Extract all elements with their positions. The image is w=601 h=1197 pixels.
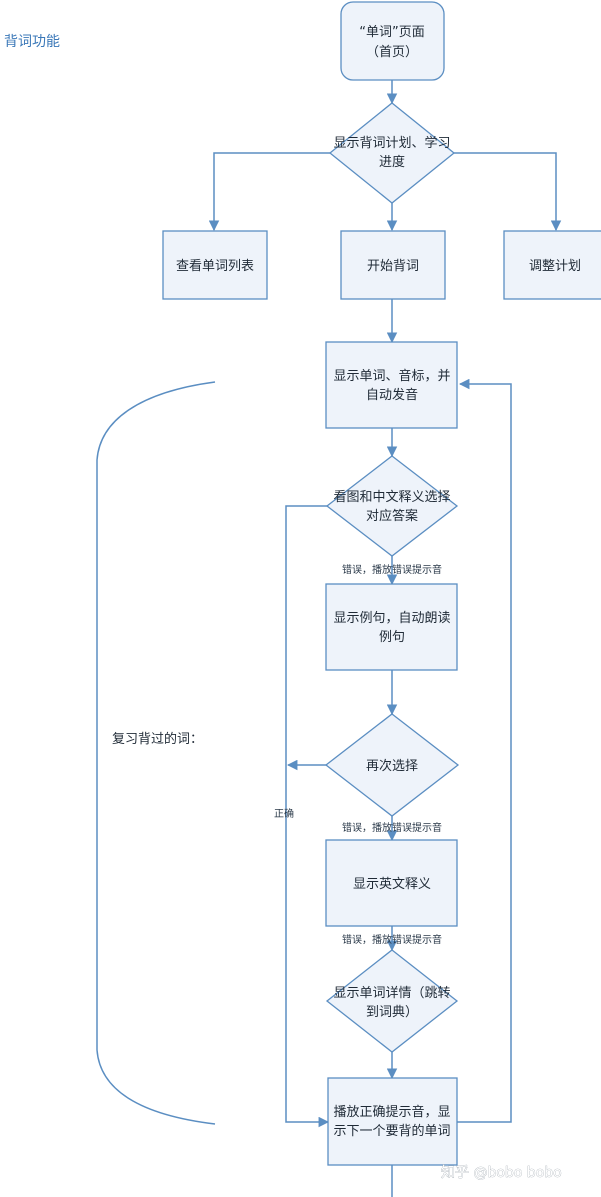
edge-label-correct: 正确 [274, 807, 294, 820]
label-choose-answer-2: 对应答案 [366, 508, 418, 524]
edges [208, 80, 562, 1197]
label-show-word-2: 自动发音 [366, 387, 418, 403]
edge-plan-to-list [208, 152, 330, 232]
label-word-detail-2: 到词典） [366, 1005, 418, 1020]
edge-label-wrong-2: 错误，播放错误提示音 [342, 821, 442, 834]
nodes [162, 1, 601, 1166]
label-start: 开始背词 [367, 259, 419, 274]
edge-correct-loop [285, 505, 330, 1128]
review-label: 复习背过的词： [112, 731, 203, 747]
diagram-title: 背词功能 [4, 34, 60, 50]
label-show-plan-1: 显示背词计划、学习 [333, 135, 450, 151]
label-show-word-1: 显示单词、音标，并 [333, 368, 450, 384]
node-start [340, 230, 446, 300]
node-adjust-plan [503, 230, 601, 300]
node-home-page [340, 1, 445, 81]
label-show-plan-2: 进度 [379, 154, 405, 170]
watermark: 知乎 @bobo bobo [441, 1164, 562, 1181]
node-show-example [325, 583, 458, 671]
node-view-list [162, 230, 268, 300]
edge-next-word-loop [457, 378, 512, 1123]
label-word-detail-1: 显示单词详情（跳转 [333, 986, 450, 1001]
label-choose-answer-1: 看图和中文释义选择 [333, 489, 450, 505]
label-show-example-1: 显示例句，自动朗读 [333, 611, 450, 626]
node-labels: “单词”页面 （首页） 显示背词计划、学习 进度 查看单词列表 开始背词 调整计… [176, 25, 581, 1139]
node-correct-next [327, 1077, 458, 1166]
node-choose-answer [325, 455, 459, 557]
label-home-page-1: “单词”页面 [359, 25, 424, 40]
label-choose-again: 再次选择 [366, 758, 418, 774]
edge-label-wrong-3: 错误，播放错误提示音 [342, 933, 442, 946]
label-show-example-2: 例句 [379, 630, 405, 645]
node-word-detail [325, 949, 459, 1053]
label-view-list: 查看单词列表 [176, 258, 254, 274]
label-correct-next-1: 播放正确提示音，显 [333, 1104, 450, 1120]
edge-plan-to-adjust [454, 152, 562, 232]
node-show-word [325, 341, 458, 429]
edge-labels: 错误，播放错误提示音 错误，播放错误提示音 错误，播放错误提示音 正确 [274, 563, 442, 946]
label-show-english: 显示英文释义 [353, 877, 431, 892]
label-home-page-2: （首页） [366, 45, 418, 60]
edge-label-wrong-1: 错误，播放错误提示音 [342, 563, 442, 576]
node-choose-again [324, 713, 460, 817]
node-show-plan [328, 102, 456, 204]
node-show-english [325, 839, 458, 927]
label-adjust-plan: 调整计划 [529, 259, 581, 274]
label-correct-next-2: 示下一个要背的单词 [333, 1123, 450, 1139]
review-bracket [96, 381, 216, 1125]
